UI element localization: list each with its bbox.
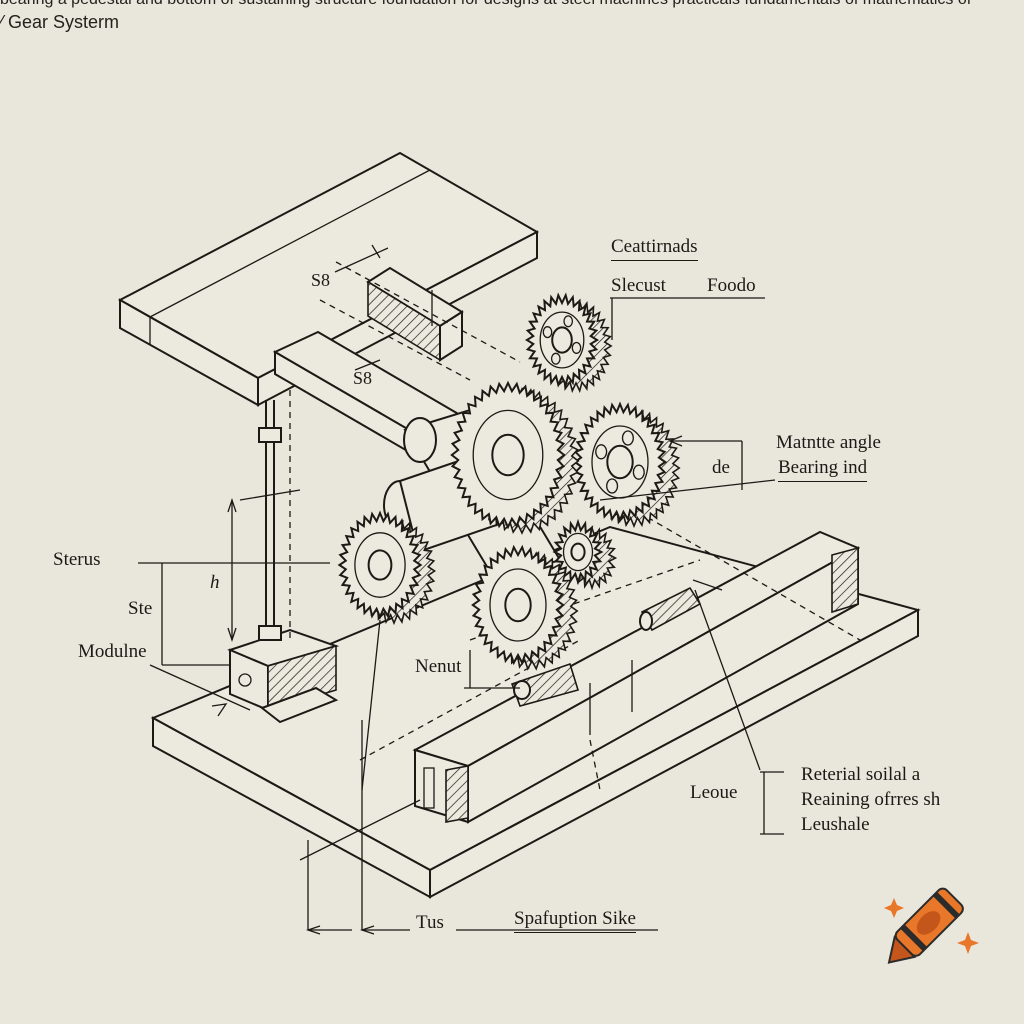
- gear-large-center: [450, 380, 580, 535]
- nut-block: [510, 662, 580, 707]
- gear-right-hub: [606, 444, 634, 480]
- gear-right: [573, 401, 681, 529]
- label-reaining: Reaining ofrres sh: [801, 789, 941, 810]
- gear-bottom-hub: [504, 587, 532, 623]
- label-ceattirnads: Ceattirnads: [611, 236, 698, 261]
- gear-right-hole: [632, 464, 645, 480]
- construction-lines: [289, 261, 861, 791]
- gear-top-back-hole: [571, 341, 582, 354]
- crayon-logo: [884, 887, 979, 964]
- gear-top-back-hub: [551, 326, 573, 354]
- gear-large-center-web: [472, 409, 544, 501]
- label-s8-top: S8: [311, 270, 331, 290]
- label-sterus: Sterus: [53, 549, 101, 570]
- label-foodo: Foodo: [707, 275, 756, 296]
- gear-large-center-hub: [491, 433, 525, 477]
- gear-left: [337, 510, 437, 626]
- gear-top-back-hole: [563, 315, 574, 328]
- gear-bottom: [471, 544, 579, 671]
- gear-top-back-hole: [550, 352, 561, 365]
- gear-small-mid-hub: [570, 542, 586, 562]
- label-de: de: [712, 457, 730, 478]
- label-modulne: Modulne: [78, 641, 147, 662]
- gear-right-hole: [606, 478, 619, 494]
- label-ste: Ste: [128, 598, 153, 619]
- gear-small-mid-web: [562, 532, 594, 572]
- gear-left-hub: [367, 549, 393, 581]
- gear-small-mid: [552, 518, 618, 591]
- page-title: ⁄ Gear Systerm: [0, 12, 120, 32]
- upper-bearing-block: [366, 266, 464, 362]
- gear-top-back: [524, 292, 613, 394]
- label-leushale: Leushale: [801, 814, 870, 835]
- vertical-rod: [258, 400, 282, 641]
- gear-right-hole: [595, 444, 608, 460]
- label-reterial: Reterial soilal a: [801, 764, 921, 785]
- dimension-lines: [138, 244, 784, 935]
- header-caption: bearing a pedestal and bottom of sustain…: [0, 0, 1024, 9]
- label-s8-mid: S8: [353, 368, 373, 388]
- gear-right-hole: [621, 430, 634, 446]
- left-pedestal: [227, 628, 340, 724]
- label-tus: Tus: [416, 912, 444, 933]
- label-leoue: Leoue: [690, 782, 738, 803]
- label-matntte-angle: Matntte angle: [776, 432, 881, 453]
- gear-left-web: [354, 532, 406, 598]
- gear-top-back-web: [539, 311, 585, 369]
- gear-top-back-hole: [542, 326, 553, 339]
- gear-train: [337, 292, 681, 671]
- label-slecust: Slecust: [611, 275, 666, 296]
- label-nenut: Nenut: [415, 656, 462, 677]
- label-h-mark: h: [210, 572, 220, 593]
- dowel-pin: [639, 586, 702, 632]
- label-spafuption-sike: Spafuption Sike: [514, 908, 636, 933]
- label-bearing-ind: Bearing ind: [778, 457, 868, 482]
- gear-bottom-web: [489, 568, 547, 642]
